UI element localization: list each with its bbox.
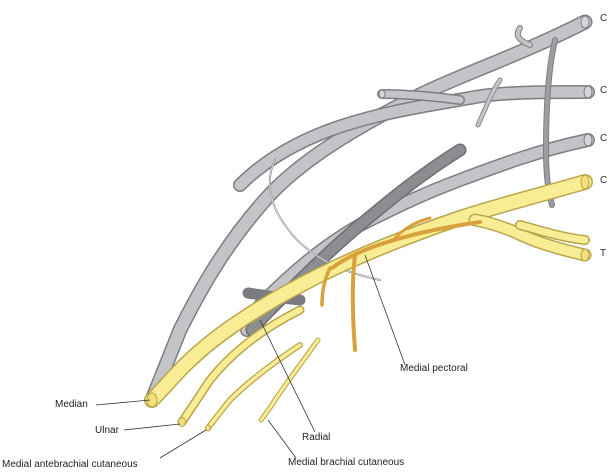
root-label-c6: C <box>600 85 607 97</box>
c6-end <box>584 86 592 98</box>
root-label-t1: T <box>600 248 606 260</box>
label-medial-brachial-cutaneous: Medial brachial cutaneous <box>288 457 404 469</box>
orange-branch-2 <box>353 255 355 350</box>
leader-lines <box>96 255 405 458</box>
c8-end <box>581 175 589 189</box>
label-medial-pectoral: Medial pectoral <box>400 363 468 375</box>
root-label-c8: C <box>600 175 607 187</box>
leader-medial-pectoral <box>365 255 405 365</box>
label-ulnar: Ulnar <box>95 425 119 437</box>
t1-end <box>581 249 589 261</box>
c7-end <box>584 134 592 146</box>
label-median: Median <box>55 399 88 411</box>
label-radial: Radial <box>302 432 330 444</box>
leader-radial <box>260 320 315 432</box>
med-antebrachial-end <box>206 425 211 431</box>
c5-end <box>581 16 589 28</box>
leader-ulnar <box>124 424 180 430</box>
label-medial-antebrachial-cutaneous: Medial antebrachial cutaneous <box>2 459 138 471</box>
root-label-c5: C <box>600 13 607 25</box>
leader-med-antebrachial <box>160 430 206 458</box>
ulnar-end <box>179 418 186 427</box>
root-label-c7: C <box>600 133 607 145</box>
leader-median <box>96 400 150 405</box>
c6-branch-end <box>379 90 385 98</box>
leader-med-brachial <box>268 420 296 458</box>
